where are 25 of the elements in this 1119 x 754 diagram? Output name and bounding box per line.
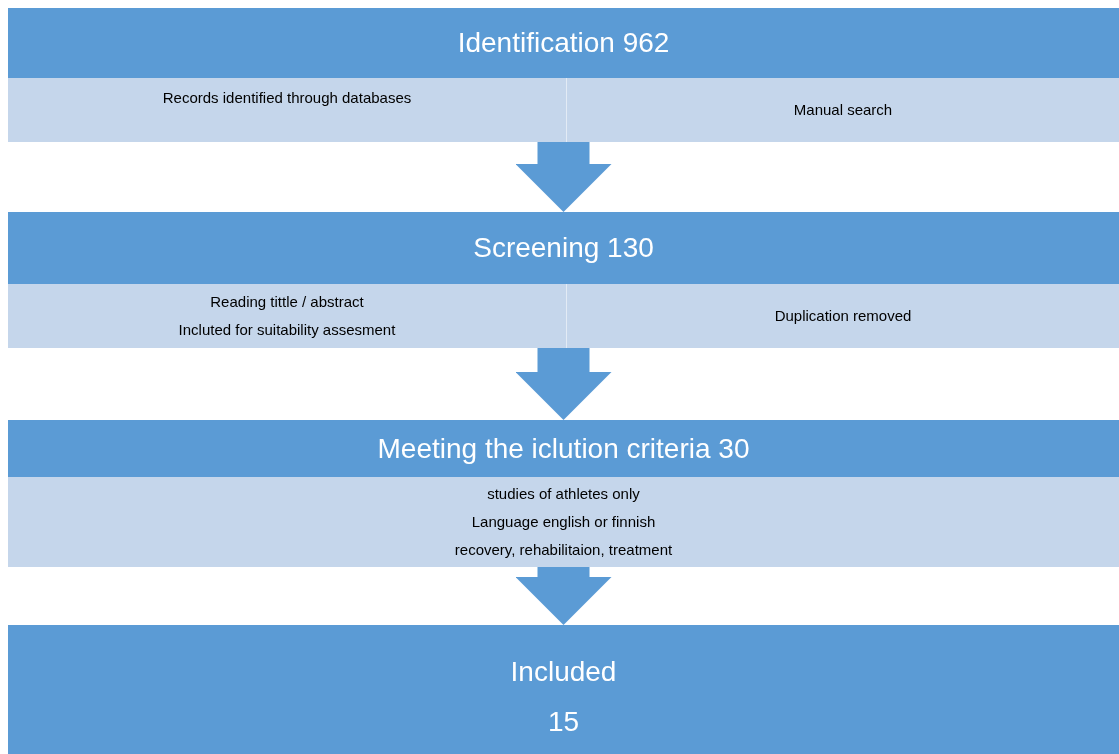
stage-band	[8, 420, 1119, 567]
step-detail-box	[566, 284, 1119, 348]
step-detail-box	[8, 284, 566, 348]
stage-band	[8, 8, 1119, 142]
step-detail-box	[566, 78, 1119, 142]
criteria-text: Records identified through databases	[162, 88, 412, 108]
down-arrow	[515, 348, 612, 420]
stage-title: Identification 962	[456, 26, 671, 60]
criteria-text: Language english or finnish	[471, 512, 656, 532]
criteria-text: Incluted for suitability assesment	[178, 320, 396, 340]
result-text: 15	[547, 705, 580, 739]
step-detail-box	[8, 477, 1119, 567]
criteria-text: studies of athletes only	[487, 484, 640, 504]
stage-title: Screening 130	[472, 231, 655, 265]
down-arrow	[515, 567, 612, 625]
stage-band	[8, 212, 1119, 348]
criteria-text: Manual search	[793, 100, 893, 120]
criteria-text: recovery, rehabilitaion, treatment	[454, 540, 673, 560]
result-text: Included	[510, 655, 617, 689]
criteria-text: Duplication removed	[774, 306, 912, 326]
stage-title: Meeting the iclution criteria 30	[376, 431, 751, 466]
down-arrow	[515, 142, 612, 212]
result-box	[8, 625, 1119, 754]
criteria-text: Reading tittle / abstract	[210, 292, 364, 312]
step-detail-box	[8, 78, 566, 142]
